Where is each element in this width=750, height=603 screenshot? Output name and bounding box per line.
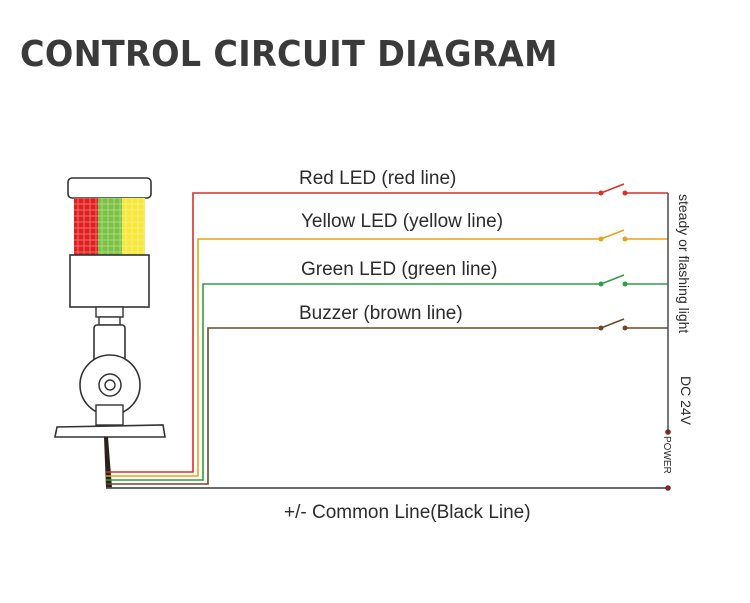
red-line-label: Red LED (red line) — [299, 168, 456, 189]
green-switch — [598, 274, 628, 287]
green-line-wire — [106, 283, 668, 481]
green-line-label: Green LED (green line) — [301, 259, 497, 280]
red-switch — [598, 183, 628, 196]
yellow-line-label: Yellow LED (yellow line) — [301, 211, 503, 232]
mode-label: steady or flashing light — [676, 194, 692, 333]
brown-line-wire — [106, 327, 668, 485]
diagram-title: CONTROL CIRCUIT DIAGRAM — [20, 34, 558, 75]
red-line-wire — [106, 192, 668, 473]
tower-lamp — [54, 177, 166, 488]
power-label: POWER — [661, 436, 672, 474]
voltage-label: DC 24V — [678, 376, 694, 426]
buzzer-switch — [598, 318, 628, 331]
yellow-switch — [598, 229, 628, 242]
lamp-cap — [67, 177, 152, 199]
yellow-line-wire — [106, 238, 668, 477]
buzzer-line-label: Buzzer (brown line) — [299, 303, 463, 324]
power-terminal-bottom — [665, 485, 671, 491]
lamp-mounting-plate — [54, 424, 166, 438]
lamp-base-housing — [69, 254, 150, 308]
common-line-label: +/- Common Line(Black Line) — [284, 502, 531, 523]
power-terminal-top — [665, 429, 671, 435]
